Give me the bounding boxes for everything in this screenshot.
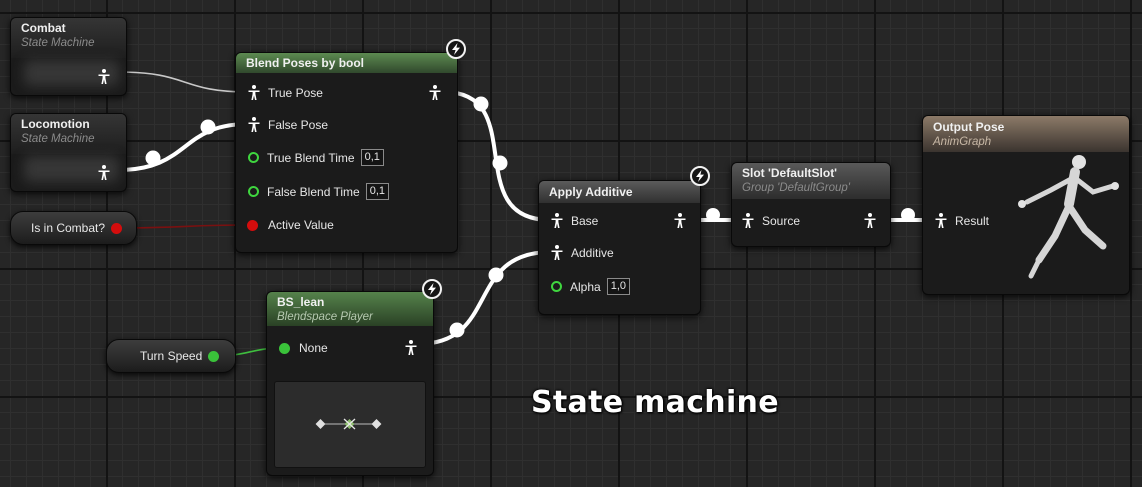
wire-bs-lean-to-additive (418, 252, 551, 344)
wire-combat-to-true-pose (118, 72, 248, 92)
pose-output-pin-icon[interactable] (864, 213, 876, 228)
pose-pin-icon (935, 213, 947, 228)
pose-pin-icon (742, 213, 754, 228)
pin-label: None (299, 341, 328, 355)
pin-label: Active Value (268, 218, 334, 232)
pose-output-pin-icon[interactable] (674, 213, 686, 228)
lightning-icon (690, 166, 710, 186)
node-title: Blend Poses by bool (246, 56, 447, 71)
float-pin-icon (551, 281, 562, 292)
blendspace-axis (275, 382, 425, 467)
bs-lean-blendspace-node[interactable]: BS_lean Blendspace Player None (266, 291, 434, 476)
blend-poses-by-bool-node[interactable]: Blend Poses by bool True Pose False Pose… (235, 52, 458, 253)
true-blend-time-input[interactable]: 0,1 (361, 149, 384, 166)
lightning-icon (422, 279, 442, 299)
node-subtitle: AnimGraph (933, 135, 1119, 149)
alpha-input[interactable]: 1,0 (607, 278, 630, 295)
float-pin-icon (248, 152, 259, 163)
bool-pin-icon[interactable] (111, 223, 122, 234)
none-pin[interactable]: None (279, 341, 328, 355)
pin-label: True Blend Time (267, 151, 355, 165)
alpha-pin[interactable]: Alpha 1,0 (551, 278, 630, 295)
wire-knot (474, 97, 489, 112)
float-pin-icon (279, 343, 290, 354)
apply-additive-node[interactable]: Apply Additive Base Additive Alpha 1,0 (538, 180, 701, 315)
turn-speed-variable-node[interactable]: Turn Speed (106, 339, 236, 373)
false-blend-time-input[interactable]: 0,1 (366, 183, 389, 200)
wire-knot (146, 151, 161, 166)
pin-label: Additive (571, 246, 614, 260)
pin-label: Alpha (570, 280, 601, 294)
node-title: Apply Additive (549, 185, 690, 200)
node-subtitle: Blendspace Player (277, 310, 423, 324)
node-title: Combat (21, 21, 116, 36)
bool-pin-icon (247, 220, 258, 231)
float-pin-icon[interactable] (208, 351, 219, 362)
true-blend-time-pin[interactable]: True Blend Time 0,1 (248, 149, 384, 166)
wire-knot (901, 208, 915, 222)
pose-pin-icon (551, 213, 563, 228)
pose-pin-icon (248, 85, 260, 100)
wire-knot (493, 156, 508, 171)
pin-label: True Pose (268, 86, 323, 100)
result-pin[interactable]: Result (935, 213, 989, 228)
wire-knot (450, 323, 465, 338)
pose-pin-icon[interactable] (98, 165, 110, 180)
pose-pin-icon (248, 117, 260, 132)
wire-is-in-combat-to-active-value (118, 225, 246, 228)
lightning-icon (446, 39, 466, 59)
false-pose-pin[interactable]: False Pose (248, 117, 328, 132)
wire-blend-to-base (444, 92, 550, 220)
wire-knot (489, 268, 504, 283)
true-pose-pin[interactable]: True Pose (248, 85, 323, 100)
locomotion-state-machine-node[interactable]: Locomotion State Machine (10, 113, 127, 192)
mannequin-running-icon (1015, 150, 1125, 290)
node-title: Locomotion (21, 117, 116, 132)
node-title: Output Pose (933, 120, 1119, 135)
wire-knot (201, 120, 216, 135)
node-title: BS_lean (277, 295, 423, 310)
pose-pin-icon (551, 245, 563, 260)
float-pin-icon (248, 186, 259, 197)
pose-pin-icon[interactable] (98, 69, 110, 84)
is-in-combat-variable-node[interactable]: Is in Combat? (10, 211, 137, 245)
node-title: Slot 'DefaultSlot' (742, 166, 880, 181)
combat-state-machine-node[interactable]: Combat State Machine (10, 17, 127, 96)
wire-knot (706, 208, 720, 222)
blendspace-preview (274, 381, 426, 468)
false-blend-time-pin[interactable]: False Blend Time 0,1 (248, 183, 389, 200)
pin-label: Base (571, 214, 598, 228)
pin-label: False Blend Time (267, 185, 360, 199)
node-subtitle: State Machine (21, 132, 116, 146)
output-pose-node[interactable]: Output Pose AnimGraph Result (922, 115, 1130, 295)
node-subtitle: State Machine (21, 36, 116, 50)
node-subtitle: Group 'DefaultGroup' (742, 181, 880, 195)
base-pin[interactable]: Base (551, 213, 598, 228)
pose-output-pin-icon[interactable] (429, 85, 441, 100)
pin-label: Result (955, 214, 989, 228)
additive-pin[interactable]: Additive (551, 245, 614, 260)
variable-label: Turn Speed (140, 349, 202, 363)
pin-label: False Pose (268, 118, 328, 132)
variable-label: Is in Combat? (31, 221, 105, 235)
overlay-caption: State machine (531, 385, 779, 420)
source-pin[interactable]: Source (742, 213, 800, 228)
pin-label: Source (762, 214, 800, 228)
pose-output-pin-icon[interactable] (405, 340, 417, 355)
active-value-pin[interactable]: Active Value (247, 218, 334, 232)
slot-default-slot-node[interactable]: Slot 'DefaultSlot' Group 'DefaultGroup' … (731, 162, 891, 247)
wire-locomotion-to-false-pose (118, 124, 248, 170)
